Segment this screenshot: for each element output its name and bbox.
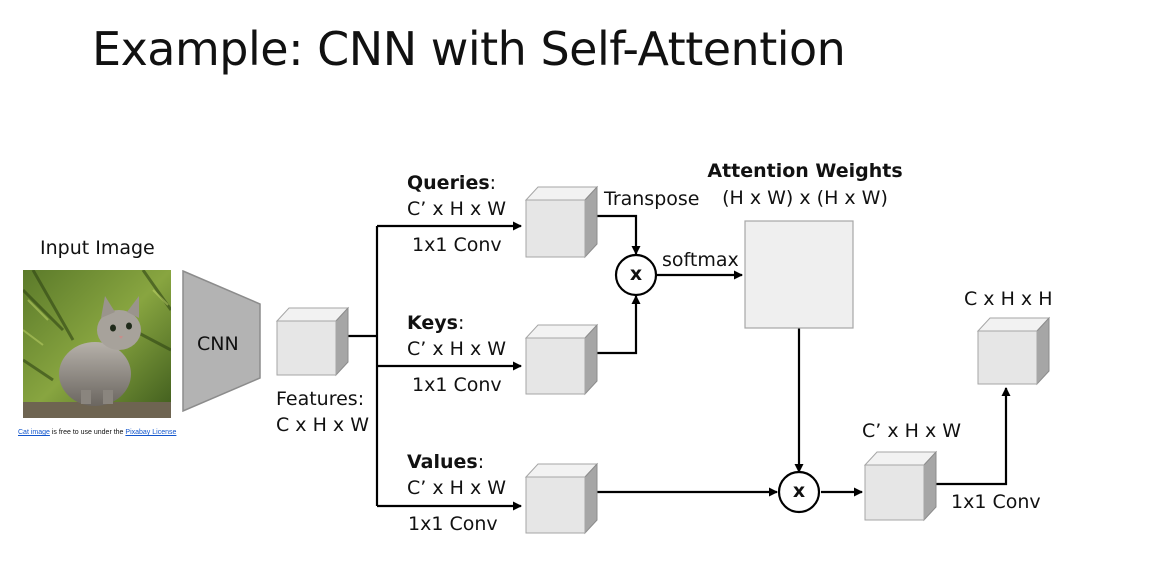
- softmax-label: softmax: [662, 249, 739, 271]
- values-title: Values:: [407, 451, 484, 473]
- slide-title: Example: CNN with Self-Attention: [92, 22, 846, 76]
- pixabay-license-link[interactable]: Pixabay License: [125, 429, 177, 436]
- multiply-symbol-2: x: [792, 480, 806, 502]
- conv-to-final-arrow: [936, 387, 1011, 486]
- output-final-cube: [976, 316, 1051, 386]
- features-label: Features:: [276, 388, 365, 410]
- queries-title: Queries:: [407, 172, 496, 194]
- cnn-label: CNN: [197, 333, 239, 355]
- keys-shape: C’ x H x W: [407, 338, 507, 360]
- queries-shape: C’ x H x W: [407, 198, 507, 220]
- cat-image-link[interactable]: Cat image: [18, 429, 50, 436]
- attention-weights-square: [744, 220, 854, 329]
- features-cube: [275, 306, 350, 377]
- keys-cube: [524, 323, 599, 396]
- output-final-shape: C x H x H: [964, 288, 1053, 310]
- cnn-block: [182, 270, 261, 412]
- attention-title: Attention Weights: [707, 160, 903, 182]
- input-image-label: Input Image: [40, 237, 155, 259]
- keys-conv: 1x1 Conv: [412, 374, 502, 396]
- values-colon: :: [477, 451, 485, 473]
- cat-image: [23, 270, 171, 418]
- values-conv: 1x1 Conv: [408, 513, 498, 535]
- values-cube: [524, 462, 599, 535]
- values-name: Values: [407, 451, 478, 473]
- queries-colon: :: [489, 172, 497, 194]
- keys-to-multiply-arrow: [597, 295, 641, 355]
- values-shape: C’ x H x W: [407, 477, 507, 499]
- multiply-node-2: [777, 470, 821, 514]
- queries-name: Queries: [407, 172, 490, 194]
- output-conv-label: 1x1 Conv: [951, 491, 1041, 513]
- credit-text: is free to use under the: [49, 429, 126, 436]
- features-shape: C x H x W: [276, 414, 369, 436]
- transpose-label: Transpose: [604, 188, 700, 210]
- output-mid-shape: C’ x H x W: [862, 420, 962, 442]
- image-credit: Cat image is free to use under the Pixab…: [18, 429, 176, 436]
- transpose-arrow: [597, 214, 641, 255]
- multiply-symbol-1: x: [629, 263, 643, 285]
- attention-shape: (H x W) x (H x W): [722, 187, 888, 209]
- queries-conv: 1x1 Conv: [412, 234, 502, 256]
- output-mid-cube: [863, 450, 938, 522]
- queries-cube: [524, 185, 599, 259]
- keys-colon: :: [457, 312, 465, 334]
- keys-name: Keys: [407, 312, 458, 334]
- keys-title: Keys:: [407, 312, 464, 334]
- multiply-node-1: [614, 253, 658, 297]
